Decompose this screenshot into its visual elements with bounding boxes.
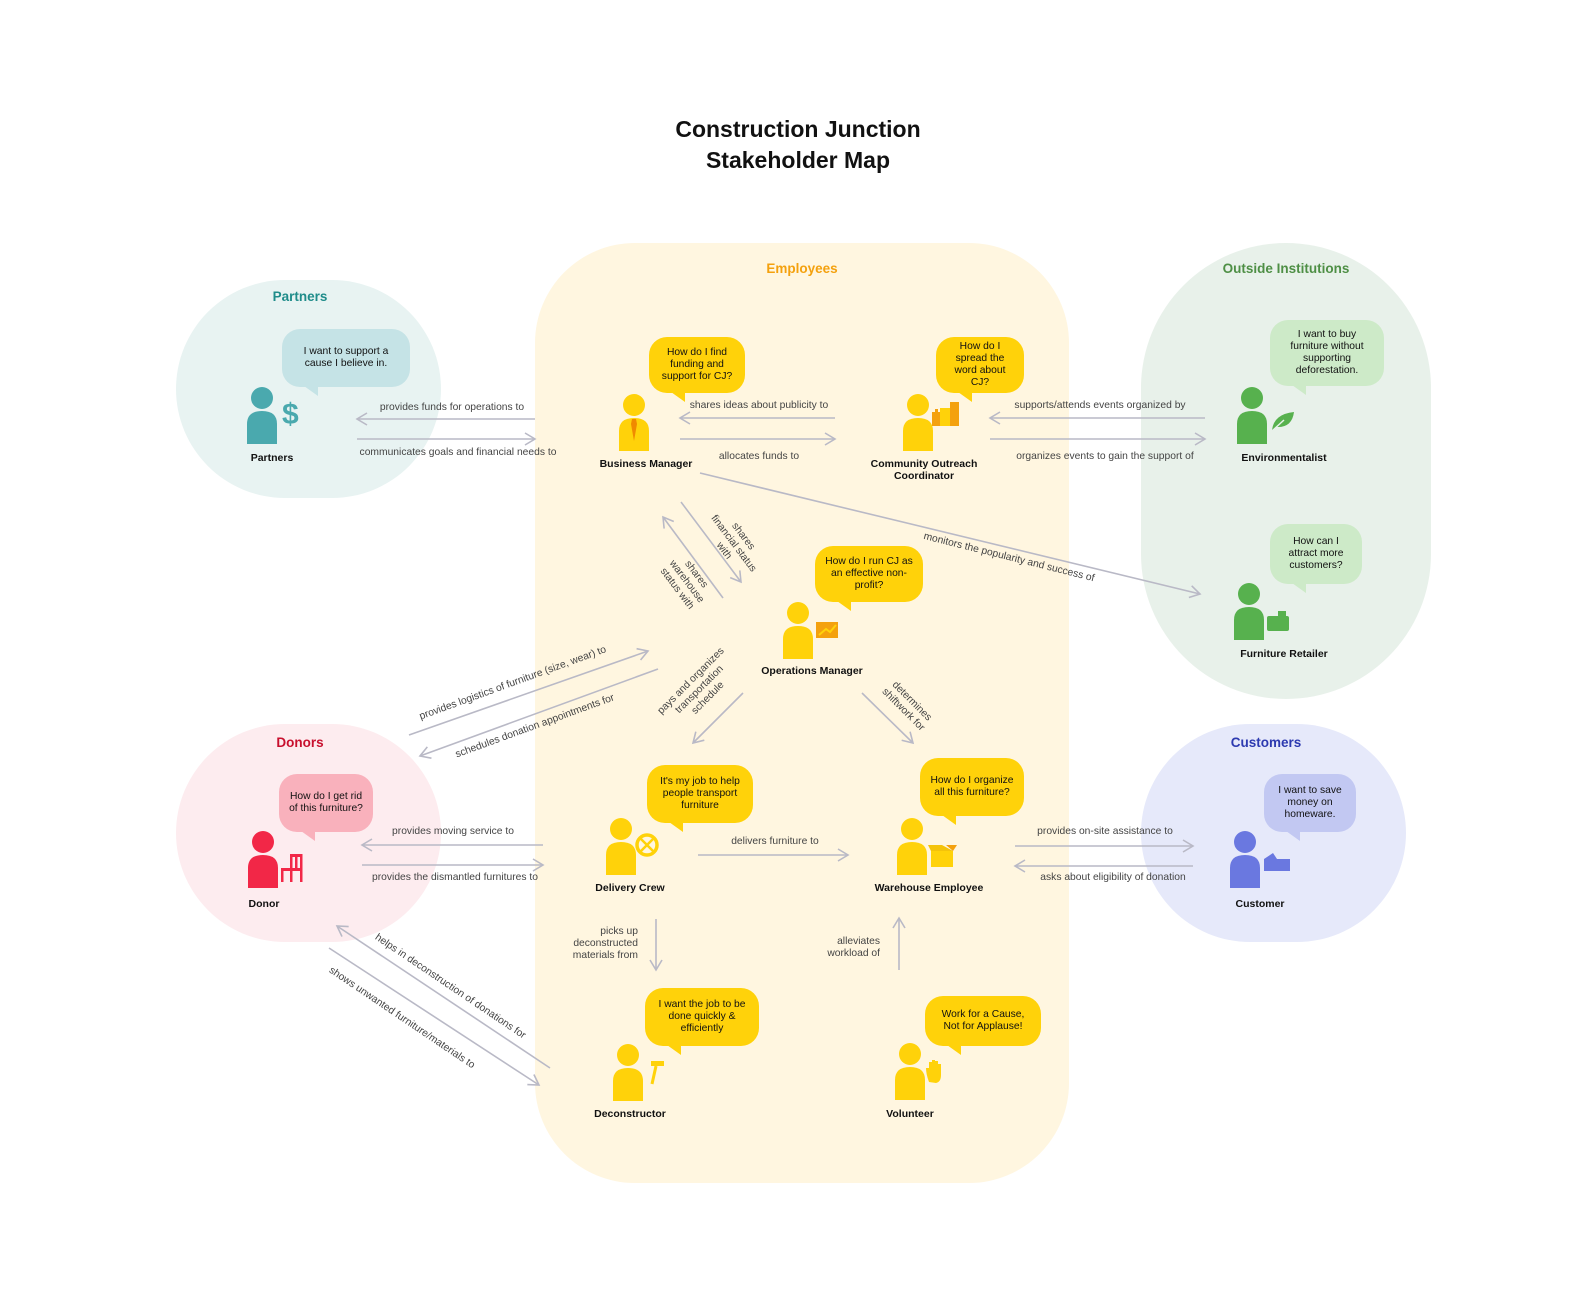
rel-supports-label: supports/attends events organized by bbox=[1014, 400, 1186, 411]
partners-label: Partners bbox=[272, 289, 328, 304]
rel-picks-up-label: picks up deconstructed materials from bbox=[572, 926, 638, 961]
arrow-warehouse-to-bm bbox=[662, 515, 724, 599]
environmentalist-figure bbox=[1237, 387, 1267, 444]
ops-manager-figure bbox=[783, 602, 813, 659]
customer-speech-bubble: I want to save money on homeware. bbox=[1264, 774, 1356, 841]
deconstructor-figure bbox=[613, 1044, 643, 1101]
outreach-speech-bubble: How do I spread the word about CJ? bbox=[936, 337, 1024, 402]
business-manager-speech-bubble: How do I find funding and support for CJ… bbox=[649, 337, 745, 402]
delivery-speech-bubble: It's my job to help people transport fur… bbox=[647, 765, 753, 832]
hammer-icon bbox=[650, 1061, 664, 1085]
volunteer-figure bbox=[895, 1043, 925, 1100]
dollar-icon: $ bbox=[282, 398, 299, 431]
rel-allocates-label: allocates funds to bbox=[718, 451, 800, 462]
arrow-monitors-retailer bbox=[699, 472, 1202, 599]
rel-dismantled-label: provides the dismantled furnitures to bbox=[372, 872, 538, 883]
arrow-ops-to-delivery bbox=[691, 692, 744, 745]
arrow-logistics-to-ops bbox=[408, 647, 650, 736]
partners-speech-bubble: I want to support a cause I believe in. bbox=[282, 329, 410, 396]
diagram-title: Construction Junction Stakeholder Map bbox=[0, 114, 1596, 176]
retailer-figure bbox=[1234, 583, 1264, 640]
customer-name: Customer bbox=[1235, 898, 1285, 910]
arrow-schedules-donor bbox=[418, 668, 659, 759]
rel-goals-label: communicates goals and financial needs t… bbox=[359, 447, 557, 458]
deconstructor-name: Deconstructor bbox=[594, 1108, 666, 1120]
deconstructor-speech-bubble: I want the job to be done quickly & effi… bbox=[645, 988, 759, 1055]
rel-publicity-label: shares ideas about publicity to bbox=[689, 400, 829, 411]
customers-label: Customers bbox=[1230, 735, 1302, 750]
arrow-donor-to-deconstructor bbox=[328, 947, 541, 1086]
rel-delivers-label: delivers furniture to bbox=[731, 836, 819, 847]
buildings-icon bbox=[932, 402, 959, 426]
volunteer-speech-bubble: Work for a Cause, Not for Applause! bbox=[925, 996, 1041, 1055]
donors-label: Donors bbox=[276, 735, 324, 750]
business-manager-figure bbox=[619, 394, 649, 451]
title-line-1: Construction Junction bbox=[675, 116, 921, 142]
warehouse-figure bbox=[897, 818, 927, 875]
growth-chart-icon bbox=[816, 622, 838, 638]
delivery-name: Delivery Crew bbox=[595, 882, 665, 894]
outside-institutions-label: Outside Institutions bbox=[1222, 261, 1350, 276]
box-icon bbox=[928, 845, 957, 867]
raised-hand-icon bbox=[926, 1060, 941, 1083]
ops-manager-speech-bubble: How do I run CJ as an effective non-prof… bbox=[815, 546, 923, 611]
wheel-icon bbox=[635, 833, 659, 857]
business-manager-name: Business Manager bbox=[599, 458, 693, 470]
rel-alleviates-label: alleviates workload of bbox=[827, 936, 880, 959]
donor-figure bbox=[248, 831, 278, 888]
arrow-ops-to-warehouse bbox=[861, 692, 915, 745]
rel-funds-label: provides funds for operations to bbox=[379, 402, 525, 413]
donor-speech-bubble: How do I get rid of this furniture? bbox=[279, 774, 373, 841]
customer-figure bbox=[1230, 831, 1260, 888]
outreach-name: Community Outreach Coordinator bbox=[870, 458, 978, 482]
delivery-figure bbox=[606, 818, 636, 875]
arrow-deconstructor-to-donor bbox=[335, 925, 551, 1069]
arrow-financial-to-ops bbox=[680, 501, 742, 584]
hand-money-icon bbox=[1264, 853, 1290, 871]
title-line-2: Stakeholder Map bbox=[705, 147, 891, 173]
employees-label: Employees bbox=[766, 261, 838, 276]
outreach-figure bbox=[903, 394, 933, 451]
environmentalist-speech-bubble: I want to buy furniture without supporti… bbox=[1270, 320, 1384, 395]
customers-zone bbox=[1141, 724, 1406, 942]
volunteer-name: Volunteer bbox=[886, 1108, 934, 1120]
donor-name: Donor bbox=[248, 898, 280, 910]
chair-icon bbox=[281, 854, 303, 882]
warehouse-speech-bubble: How do I organize all this furniture? bbox=[920, 758, 1024, 825]
retailer-name: Furniture Retailer bbox=[1240, 648, 1328, 660]
partners-figure bbox=[247, 387, 277, 444]
warehouse-name: Warehouse Employee bbox=[874, 882, 984, 894]
cash-register-icon bbox=[1267, 611, 1289, 631]
retailer-speech-bubble: How can I attract more customers? bbox=[1270, 524, 1362, 593]
tie-icon bbox=[631, 419, 637, 441]
rel-organizes-label: organizes events to gain the support of bbox=[1016, 451, 1194, 462]
partners-name: Partners bbox=[250, 452, 294, 464]
ops-manager-name: Operations Manager bbox=[761, 665, 863, 677]
leaf-icon bbox=[1271, 412, 1294, 432]
environmentalist-name: Environmentalist bbox=[1241, 452, 1327, 464]
rel-moving-label: provides moving service to bbox=[392, 826, 514, 837]
rel-eligibility-label: asks about eligibility of donation bbox=[1040, 872, 1186, 883]
rel-assist-label: provides on-site assistance to bbox=[1037, 826, 1173, 837]
